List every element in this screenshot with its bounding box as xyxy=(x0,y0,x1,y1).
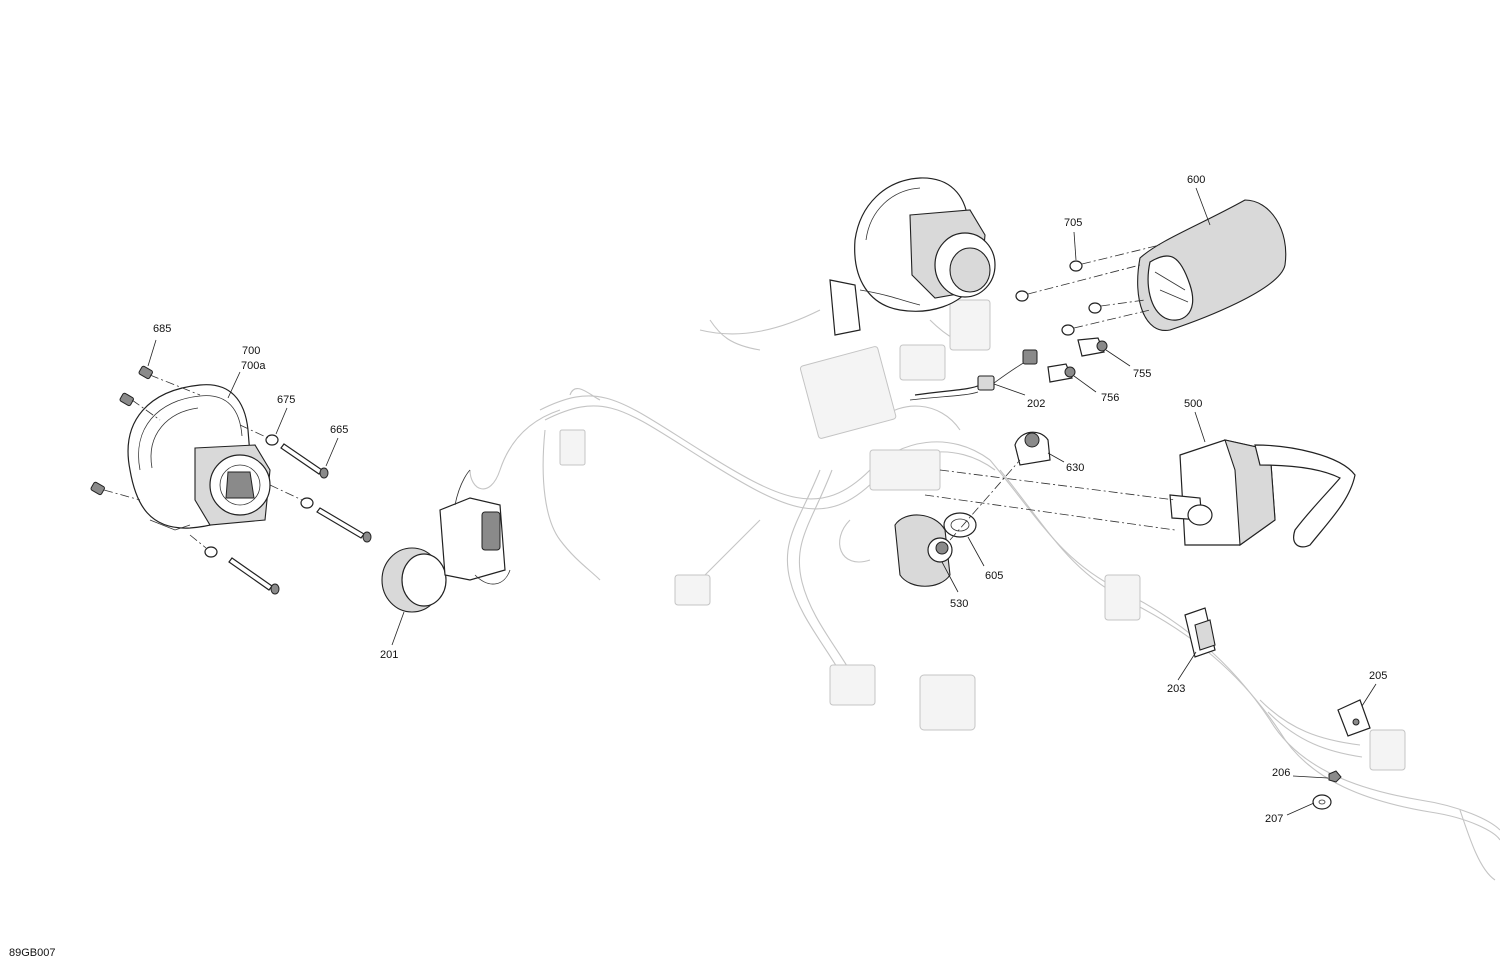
callout-700a: 700a xyxy=(241,360,266,372)
washer-207 xyxy=(1312,794,1332,810)
drawing-code: 89GB007 xyxy=(9,947,55,959)
washers-675 xyxy=(204,434,314,558)
callout-705: 705 xyxy=(1064,217,1082,229)
bolts-665 xyxy=(228,443,372,595)
callout-600: 600 xyxy=(1187,174,1205,186)
headlamp-adjust-screws-685 xyxy=(90,365,153,496)
callout-207: 207 xyxy=(1265,813,1283,825)
screws-705 xyxy=(1015,244,1161,336)
callout-700: 700 xyxy=(242,345,260,357)
ring-605 xyxy=(943,512,977,538)
adjuster-530 xyxy=(894,459,1021,587)
callout-202: 202 xyxy=(1027,398,1045,410)
callout-630: 630 xyxy=(1066,462,1084,474)
light-lens-600 xyxy=(1137,199,1287,331)
nut-206 xyxy=(1328,770,1342,783)
ghost-wiring-harness xyxy=(469,309,1500,881)
headlamp-housing-left xyxy=(127,384,271,531)
callout-685: 685 xyxy=(153,323,171,335)
callout-labels: 685 700 700a 675 665 201 600 705 755 756… xyxy=(9,174,1387,959)
callout-675: 675 xyxy=(277,394,295,406)
headlamp-bulb-201 xyxy=(381,469,511,613)
callout-605: 605 xyxy=(985,570,1003,582)
headlamp-housing-right xyxy=(829,177,996,336)
harness-clip-203 xyxy=(1184,607,1216,658)
switch-630 xyxy=(1014,431,1051,466)
callout-205: 205 xyxy=(1369,670,1387,682)
callout-500: 500 xyxy=(1184,398,1202,410)
bulb-socket-756 xyxy=(1047,363,1076,383)
bulb-socket-755 xyxy=(1077,337,1108,357)
wire-pigtail-202 xyxy=(909,349,1038,401)
callout-206: 206 xyxy=(1272,767,1290,779)
callout-665: 665 xyxy=(330,424,348,436)
callout-530: 530 xyxy=(950,598,968,610)
bracket-205 xyxy=(1337,699,1371,737)
callout-201: 201 xyxy=(380,649,398,661)
handlebar-switch-500 xyxy=(924,439,1356,548)
callout-203: 203 xyxy=(1167,683,1185,695)
ghost-connectors xyxy=(559,299,1406,771)
callout-755: 755 xyxy=(1133,368,1151,380)
assembly-lines-left xyxy=(103,374,303,549)
leader-lines xyxy=(147,187,1377,816)
callout-756: 756 xyxy=(1101,392,1119,404)
